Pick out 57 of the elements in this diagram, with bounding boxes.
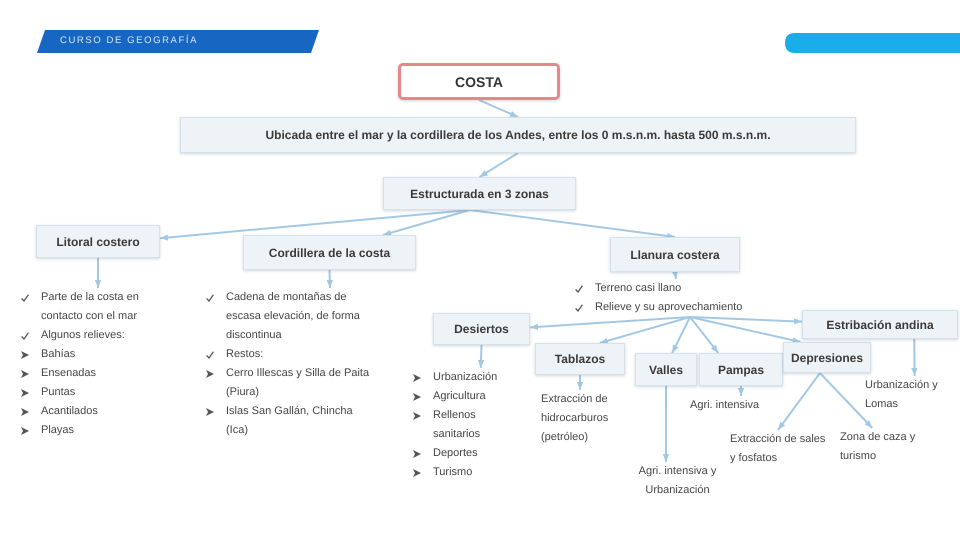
list-item-text: Terreno casi llano — [595, 281, 682, 296]
connector-arrow — [530, 316, 690, 330]
list-item-text: Playas — [41, 423, 74, 438]
list-item-text: Urbanización — [433, 370, 498, 385]
list-item-text: Rellenos sanitarios — [433, 408, 482, 442]
concept-box: Estructurada en 3 zonas — [383, 177, 576, 210]
concept-box: Valles — [635, 353, 697, 386]
list-item-text: Acantilados — [41, 404, 98, 419]
list-item-text: Puntas — [41, 385, 76, 400]
concept-box: Litoral costero — [36, 225, 160, 258]
outcome-text: Zona de caza y turismo — [840, 428, 935, 466]
connector-arrow — [94, 258, 102, 288]
outcome-text: Extracción de hidrocarburos (petróleo) — [541, 390, 641, 447]
header-title: CURSO DE GEOGRAFÍA — [60, 35, 198, 47]
list-item-text: Parte de la costa en contacto con el mar — [41, 290, 140, 324]
concept-box: Tablazos — [535, 343, 625, 375]
connector-arrow — [671, 316, 691, 354]
list-item-text: Cadena de montañas de escasa elevación, de forma discontinua — [226, 290, 361, 343]
concept-box: Llanura costera — [610, 237, 740, 272]
list-item-text: Agricultura — [433, 389, 486, 404]
concept-box: Desiertos — [433, 313, 530, 345]
connector-arrow — [738, 386, 744, 396]
outcome-text: Agri. intensiva y Urbanización — [625, 462, 730, 500]
connector-arrow — [382, 209, 470, 236]
list-item-text: Islas San Gallán, Chincha (Ica) — [226, 404, 354, 438]
list-item-text: Restos: — [226, 347, 264, 362]
connector-arrow — [690, 316, 802, 324]
connector-arrow — [689, 316, 720, 354]
concept-box: Estribación andina — [802, 310, 958, 339]
connector-arrow — [326, 270, 333, 288]
connector-arrow — [576, 375, 584, 390]
connector-arrow — [662, 386, 670, 462]
list-item-text: Deportes — [433, 446, 478, 461]
outcome-text: Extracción de sales y fosfatos — [730, 430, 830, 468]
connector-arrow — [672, 270, 678, 280]
connector-arrow — [470, 209, 676, 240]
connector-arrow — [911, 339, 918, 376]
connector-arrow — [819, 372, 874, 429]
connector-arrow — [777, 372, 821, 431]
list-item-text: Bahías — [41, 347, 76, 362]
list-item-text: Ensenadas — [41, 366, 96, 381]
list-item-text: Relieve y su aprovechamiento — [595, 300, 742, 315]
connector-arrow — [600, 316, 690, 344]
outcome-text: Agri. intensiva — [690, 396, 790, 415]
list-item-text: Turismo — [433, 465, 472, 480]
concept-box: Pampas — [699, 353, 783, 386]
list-item-text: Algunos relieves: — [41, 328, 125, 343]
list-item-text: Cerro Illescas y Silla de Paita (Piura) — [226, 366, 370, 400]
concept-box: Ubicada entre el mar y la cordillera de los Andes, entre los 0 m.s.n.m. hasta 500 m.s.n.m. — [180, 117, 856, 153]
connector-arrow — [478, 152, 519, 178]
concept-box: Cordillera de la costa — [243, 235, 416, 270]
connector-arrow — [690, 316, 801, 344]
concept-box: Depresiones — [783, 342, 871, 373]
outcome-text: Urbanización y Lomas — [865, 376, 955, 414]
title-box: COSTA — [398, 63, 560, 100]
connector-arrow — [478, 344, 484, 368]
connector-arrow — [478, 99, 518, 118]
